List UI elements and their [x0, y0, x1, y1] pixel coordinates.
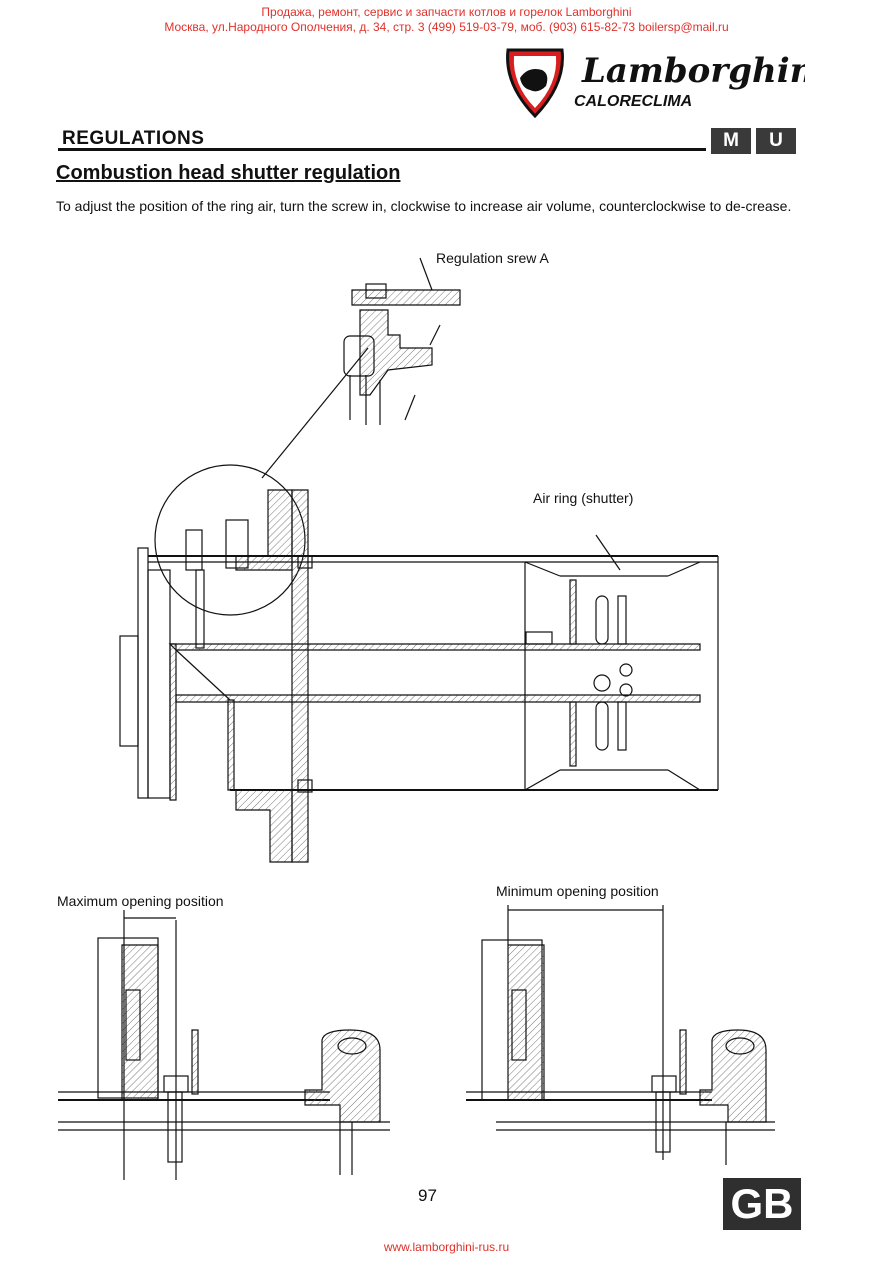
footer-link[interactable]: www.lamborghini-rus.ru [383, 1240, 510, 1254]
label-regulation-screw: Regulation srew A [436, 250, 549, 266]
label-max-opening: Maximum opening position [57, 893, 224, 909]
label-air-ring: Air ring (shutter) [533, 490, 634, 506]
intro-paragraph: To adjust the position of the ring air, … [56, 198, 792, 214]
burner-head [119, 464, 719, 863]
svg-text:Lamborghini: Lamborghini [581, 51, 805, 91]
header-line-2: Москва, ул.Народного Ополчения, д. 34, с… [164, 20, 729, 34]
label-min-opening: Minimum opening position [496, 883, 659, 899]
section-title: REGULATIONS [62, 128, 205, 149]
badge-m: M [711, 128, 751, 154]
language-badge: GB [723, 1178, 801, 1230]
screw-detail [261, 257, 461, 479]
subsection-title: Combustion head shutter regulation [56, 162, 401, 184]
badge-u: U [756, 128, 796, 154]
min-opening-detail [466, 905, 775, 1165]
max-opening-detail [58, 910, 390, 1180]
svg-text:CALORECLIMA: CALORECLIMA [574, 93, 692, 110]
lamborghini-logo: Lamborghini CALORECLIMA [500, 44, 827, 122]
header-line-1: Продажа, ремонт, сервис и запчасти котло… [261, 5, 632, 19]
section-rule [58, 148, 706, 151]
page-number: 97 [418, 1186, 437, 1205]
